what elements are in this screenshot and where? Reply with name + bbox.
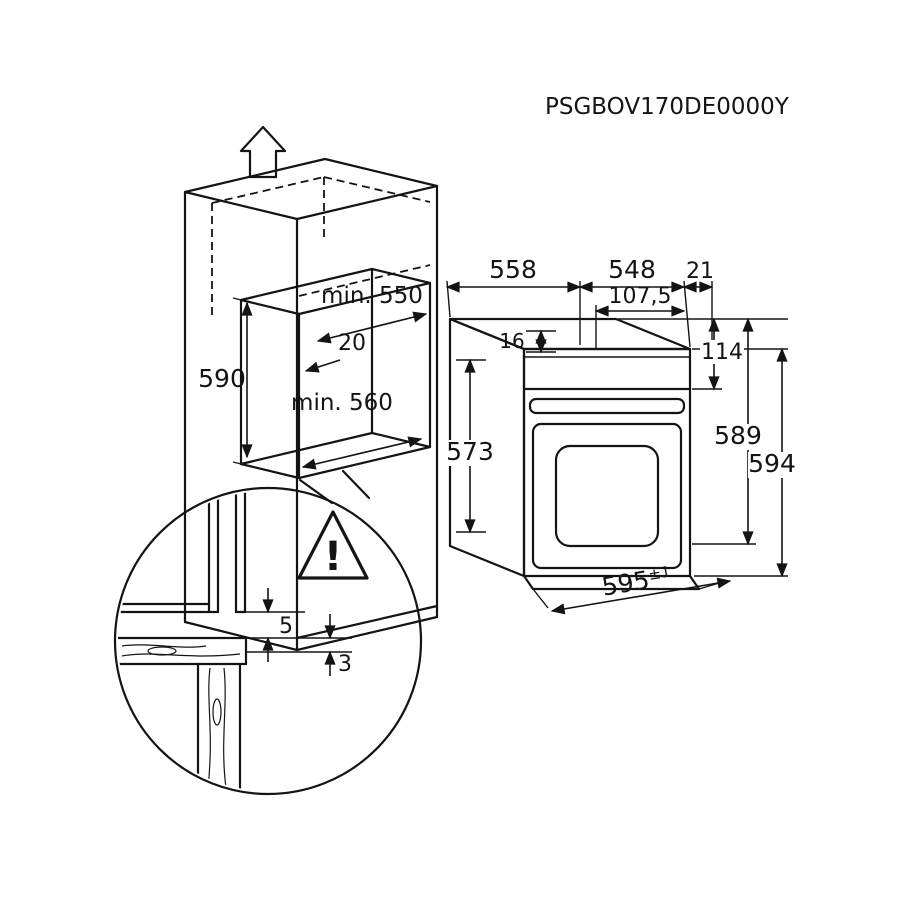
oven-width-tolerance-label: ±1 — [647, 563, 672, 584]
detail-callout: 5 3 ! — [113, 469, 423, 796]
detail-dimensions: 5 3 — [262, 588, 352, 677]
hidden-edges — [211, 176, 431, 318]
oven-dimensions: 558 548 21 107,5 16 573 114 589 594 — [445, 255, 796, 615]
front-height-label: 594 — [748, 449, 796, 478]
cabinet-drawing — [183, 157, 439, 652]
oven-door-window — [554, 444, 660, 548]
oven-side-face — [448, 317, 526, 578]
cabinet-dimensions: 590 min. 550 20 min. 560 — [198, 283, 428, 479]
niche-depth-label: min. 550 — [321, 283, 423, 309]
up-arrow-icon — [239, 125, 287, 179]
top-clearance-label: 16 — [499, 329, 524, 353]
body-depth-label: 548 — [608, 255, 656, 284]
top-depth-label: 558 — [489, 255, 537, 284]
niche-width-label: min. 560 — [291, 390, 393, 416]
detail-circle — [113, 486, 423, 796]
door-thickness-label: 21 — [686, 259, 714, 284]
oven-door — [531, 422, 683, 570]
rear-gap-label: 20 — [338, 331, 366, 356]
handle-offset-label: 107,5 — [609, 284, 672, 309]
niche-height-label: 590 — [198, 364, 246, 393]
panel-height-label: 114 — [701, 340, 743, 365]
rear-height-label: 589 — [714, 421, 762, 450]
warning-mark: ! — [324, 534, 342, 580]
body-height-label: 573 — [446, 437, 494, 466]
detail-section — [118, 491, 352, 791]
oven-handle — [528, 397, 686, 415]
model-number-label: PSGBOV170DE0000Y — [545, 94, 790, 120]
warning-triangle-icon: ! — [297, 510, 369, 580]
lower-gap-label: 3 — [338, 652, 352, 677]
upper-gap-label: 5 — [279, 614, 293, 639]
oven-drawing — [448, 317, 701, 591]
